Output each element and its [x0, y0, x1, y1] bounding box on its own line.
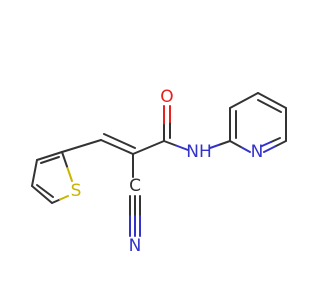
- nitrile-carbon-label: C: [129, 176, 141, 196]
- pyridine-bond-n-c2-a: [239, 145, 251, 153]
- thiophene-double-c2-c3: [40, 156, 60, 164]
- pyridine-bond-n-c2-b: [229, 140, 241, 148]
- thiophene-bond-c2-c3: [36, 151, 63, 161]
- molecule-structure: S O NH N C N: [0, 0, 300, 300]
- atom-label-layer: S O NH N C N: [71, 87, 264, 256]
- pyridine-bond-c3-c4: [229, 92, 259, 109]
- pyridine-double-c6-n-a: [270, 137, 281, 143]
- bond-c2-ch: [61, 139, 102, 153]
- thiophene-bond-c3-c4: [31, 159, 38, 187]
- pyridine-bond-c6-n-a: [274, 140, 287, 148]
- sulfur-atom-label: S: [71, 181, 82, 201]
- pyridine-nitrogen-label: N: [251, 142, 264, 162]
- bond-layer: [31, 92, 287, 237]
- double-ch-calpha: [103, 133, 136, 149]
- background: [0, 0, 300, 300]
- thiophene-bond-c4-c5: [31, 185, 53, 204]
- thiophene-bond-c5-s-b: [59, 195, 69, 201]
- thiophene-bond-c5-s-a: [51, 198, 61, 204]
- pyridine-bond-c6-n-b: [263, 145, 276, 153]
- oxygen-atom-label: O: [160, 87, 173, 107]
- thiophene-bond-s-c2-b: [61, 151, 68, 168]
- bond-ch-calpha: [100, 139, 134, 155]
- bond-calpha-cco: [132, 140, 165, 155]
- thiophene-bond-s-c2-a: [66, 165, 73, 182]
- bond-nh-cpy-a: [209, 143, 221, 149]
- thiophene-double-c4-c5: [36, 184, 54, 198]
- pyridine-double-c4-c5: [257, 99, 282, 113]
- bond-cco-nh-a: [163, 140, 177, 147]
- amide-nh-label: NH: [186, 142, 212, 162]
- bond-cco-nh-b: [175, 144, 189, 151]
- bond-nh-cpy-b: [219, 140, 231, 146]
- pyridine-bond-c4-c5: [257, 92, 287, 109]
- nitrile-nitrogen-label: N: [129, 236, 142, 256]
- pyridine-double-c6-n-b: [261, 141, 272, 147]
